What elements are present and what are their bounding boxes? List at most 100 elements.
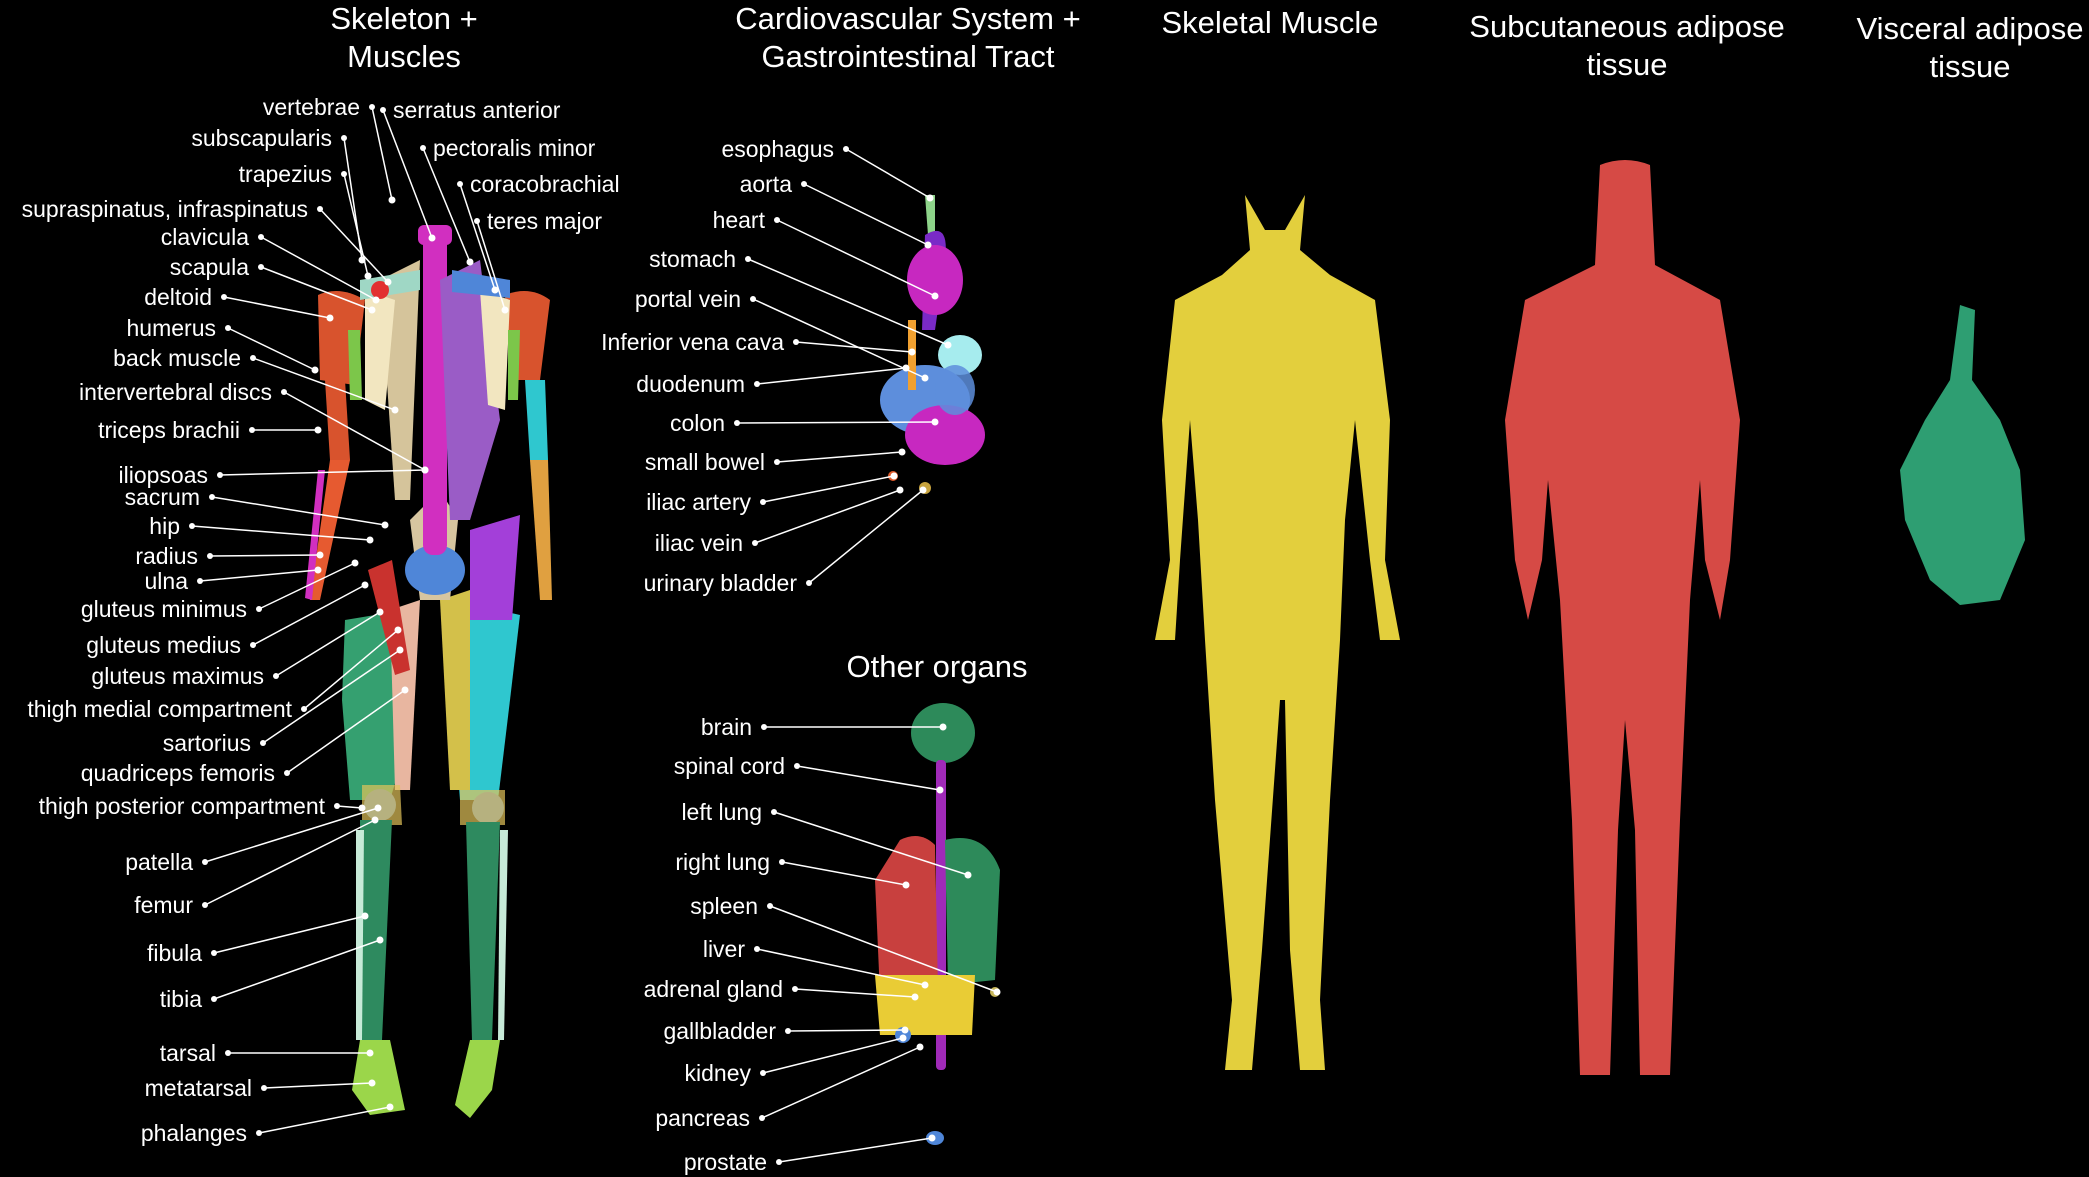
cardio-label: duodenum xyxy=(636,371,745,397)
cardio-leader-start-dot xyxy=(760,499,766,505)
skeleton-label: phalanges xyxy=(140,1120,247,1146)
organs-label: brain xyxy=(700,714,752,740)
organs-leader-line xyxy=(756,948,926,986)
visceral-fat-blob xyxy=(1900,305,2025,605)
skeleton-leader-start-dot xyxy=(457,181,463,187)
organs-leader-start-dot xyxy=(760,1070,766,1076)
skeleton-leader-start-dot xyxy=(250,642,256,648)
organs-leader-start-dot xyxy=(754,946,760,952)
cardio-leader-start-dot xyxy=(793,339,799,345)
organs-label: spleen xyxy=(690,893,758,919)
foot-right xyxy=(455,1040,500,1118)
esophagus-shape xyxy=(925,195,935,235)
upper-arm-right xyxy=(525,380,548,460)
organs-leader-line xyxy=(773,811,969,876)
brain-shape xyxy=(911,703,975,763)
organs-leader-end-dot xyxy=(928,1134,936,1142)
skeleton-leader-start-dot xyxy=(189,523,195,529)
cardio-leader-line xyxy=(776,451,903,463)
skeleton-leader-start-dot xyxy=(217,472,223,478)
skeleton-leader-end-dot xyxy=(381,521,389,529)
skeleton-leader-start-dot xyxy=(334,803,340,809)
skeleton-leader-end-dot xyxy=(351,559,359,567)
skeleton-label: back muscle xyxy=(113,345,241,371)
cardio-label: aorta xyxy=(739,171,792,197)
skeleton-leader-line xyxy=(219,469,426,476)
cardio-leader-line xyxy=(808,489,924,584)
skeleton-label: gluteus medius xyxy=(86,632,241,658)
skeleton-leader-start-dot xyxy=(258,234,264,240)
skeleton-leader-line xyxy=(275,611,381,677)
supraspinatus-marker xyxy=(371,281,389,299)
biceps-right xyxy=(508,330,520,400)
gluteus-maximus-muscle xyxy=(368,560,410,675)
skeleton-leader-start-dot xyxy=(273,673,279,679)
cardio-leader-end-dot xyxy=(931,292,939,300)
tibia-left xyxy=(360,820,392,1040)
vertebral-column xyxy=(423,225,447,555)
organs-leader-line xyxy=(778,1137,933,1163)
cardio-leader-end-dot xyxy=(908,348,916,356)
cardio-leader-line xyxy=(747,258,949,346)
organs-leader-line xyxy=(769,905,998,993)
inner-thigh-muscle xyxy=(440,590,470,790)
cardio-leader-line xyxy=(776,219,936,297)
skeleton-leader-start-dot xyxy=(211,950,217,956)
skeleton-leader-line xyxy=(260,266,373,311)
skeleton-leader-end-dot xyxy=(384,278,392,286)
scapula-right xyxy=(480,290,510,410)
fibula-right xyxy=(498,830,508,1040)
skeleton-label: quadriceps femoris xyxy=(80,760,275,786)
skeleton-leader-end-dot xyxy=(358,804,366,812)
cardio-leader-start-dot xyxy=(750,296,756,302)
cardio-leader-start-dot xyxy=(806,580,812,586)
cardio-leader-end-dot xyxy=(896,486,904,494)
leader-lines xyxy=(189,104,1001,1165)
skeleton-leader-line xyxy=(252,357,396,411)
left-lung-shape xyxy=(945,838,1000,985)
cardio-gi-figure xyxy=(880,195,985,494)
cardio-label: urinary bladder xyxy=(643,570,797,596)
skeleton-leader-line xyxy=(343,173,369,277)
skeleton-leader-end-dot xyxy=(311,366,319,374)
skeleton-leader-line xyxy=(209,554,321,557)
skeleton-leader-start-dot xyxy=(256,606,262,612)
skeleton-title-line1: Skeleton + xyxy=(330,1,478,36)
organs-leader-line xyxy=(761,1046,921,1119)
visceral-silhouette xyxy=(1900,305,2025,605)
cardio-title-line1: Cardiovascular System + xyxy=(735,1,1081,36)
skeleton-leader-start-dot xyxy=(301,706,307,712)
skeleton-label: thigh medial compartment xyxy=(27,696,292,722)
skeleton-leader-start-dot xyxy=(260,740,266,746)
skeleton-leader-line xyxy=(476,220,506,311)
knee-right xyxy=(460,790,505,825)
skeleton-leader-line xyxy=(371,106,393,201)
skeleton-leader-end-dot xyxy=(501,306,509,314)
organs-label: liver xyxy=(702,936,745,962)
skeleton-label: femur xyxy=(134,892,193,918)
skeleton-leader-end-dot xyxy=(314,566,322,574)
skeleton-label: patella xyxy=(125,849,193,875)
skeleton-leader-line xyxy=(262,649,401,744)
skeleton-label: intervertebral discs xyxy=(78,379,272,405)
cardio-label: iliac vein xyxy=(654,530,743,556)
skeleton-label: supraspinatus, infraspinatus xyxy=(21,196,308,222)
skeleton-leader-line xyxy=(283,391,426,471)
organs-leader-start-dot xyxy=(785,1028,791,1034)
tibia-right xyxy=(466,822,500,1040)
skeleton-leader-end-dot xyxy=(421,466,429,474)
skeleton-label: sacrum xyxy=(124,484,200,510)
skeleton-label: coracobrachial xyxy=(470,171,620,197)
heart-shape xyxy=(907,245,963,315)
skeleton-leader-line xyxy=(459,183,496,291)
other-organs-figure xyxy=(875,703,1000,1145)
skeleton-leader-line xyxy=(258,1106,391,1134)
cardio-leader-end-dot xyxy=(926,194,934,202)
skeleton-label: triceps brachii xyxy=(98,417,240,443)
skeleton-leader-end-dot xyxy=(391,406,399,414)
organs-leader-line xyxy=(796,765,941,791)
cardio-leader-start-dot xyxy=(734,420,740,426)
organs-leader-start-dot xyxy=(776,1159,782,1165)
